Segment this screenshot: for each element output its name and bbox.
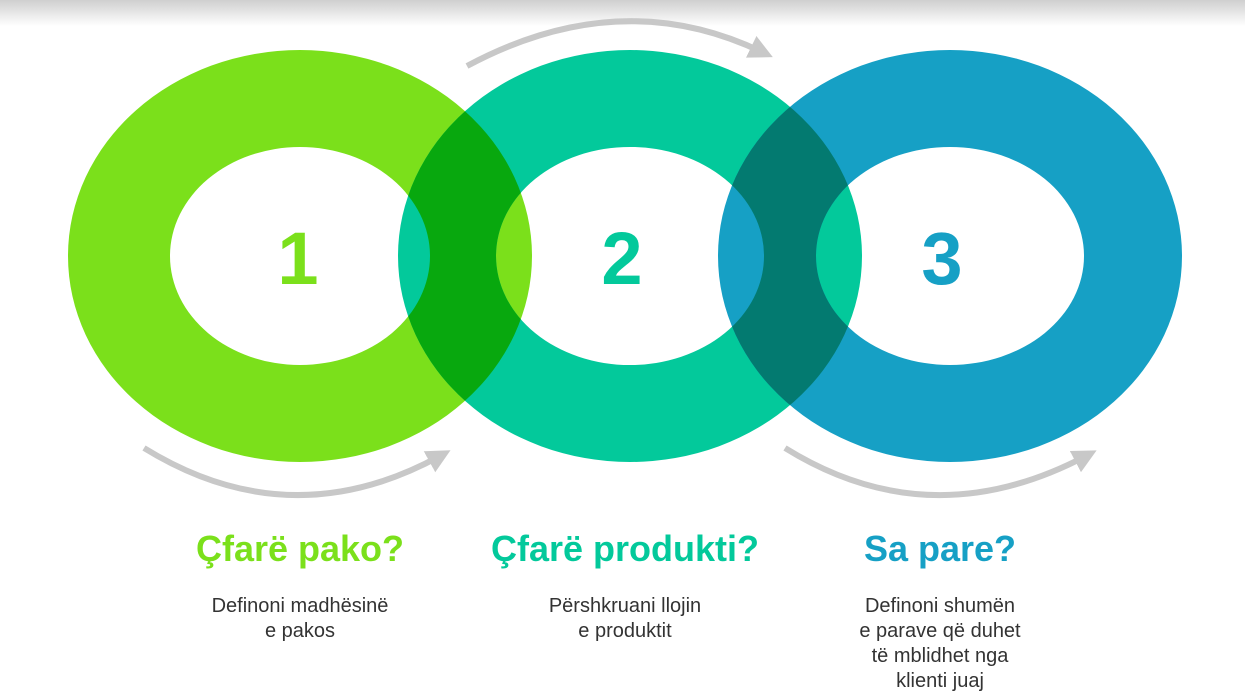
step-1-number: 1	[277, 217, 318, 300]
step-3-number: 3	[921, 217, 962, 300]
ring-3	[718, 50, 1182, 462]
step-3-desc-line-4: klienti juaj	[896, 670, 984, 692]
arrow-bottom-left	[142, 445, 451, 499]
step-2-desc-line-1: Përshkruani llojin	[548, 595, 702, 617]
ring-1	[68, 50, 532, 462]
step-2-desc-line-2: e produktit	[578, 620, 672, 642]
step-3-desc-line-3: të mblidhet nga	[871, 645, 1009, 667]
step-1-title: Çfarë pako?	[195, 528, 405, 569]
arrow-bottom-right	[783, 445, 1097, 499]
arrow-top	[465, 18, 773, 69]
step-3-title: Sa pare?	[863, 528, 1017, 569]
step-1-description: Definoni madhësinë e pakos	[150, 594, 450, 644]
step-2-title: Çfarë produkti?	[490, 528, 759, 569]
step-2-description: Përshkruani llojin e produktit	[475, 594, 775, 644]
step-3-description: Definoni shumën e parave që duhet të mbl…	[790, 594, 1090, 694]
step-1-desc-line-2: e pakos	[264, 620, 336, 642]
step-3-desc-line-1: Definoni shumën	[864, 595, 1016, 617]
ring-2	[398, 50, 862, 462]
step-2-number: 2	[601, 217, 642, 300]
step-1-desc-line-1: Definoni madhësinë	[211, 595, 389, 617]
step-3-desc-line-2: e parave që duhet	[859, 620, 1021, 642]
